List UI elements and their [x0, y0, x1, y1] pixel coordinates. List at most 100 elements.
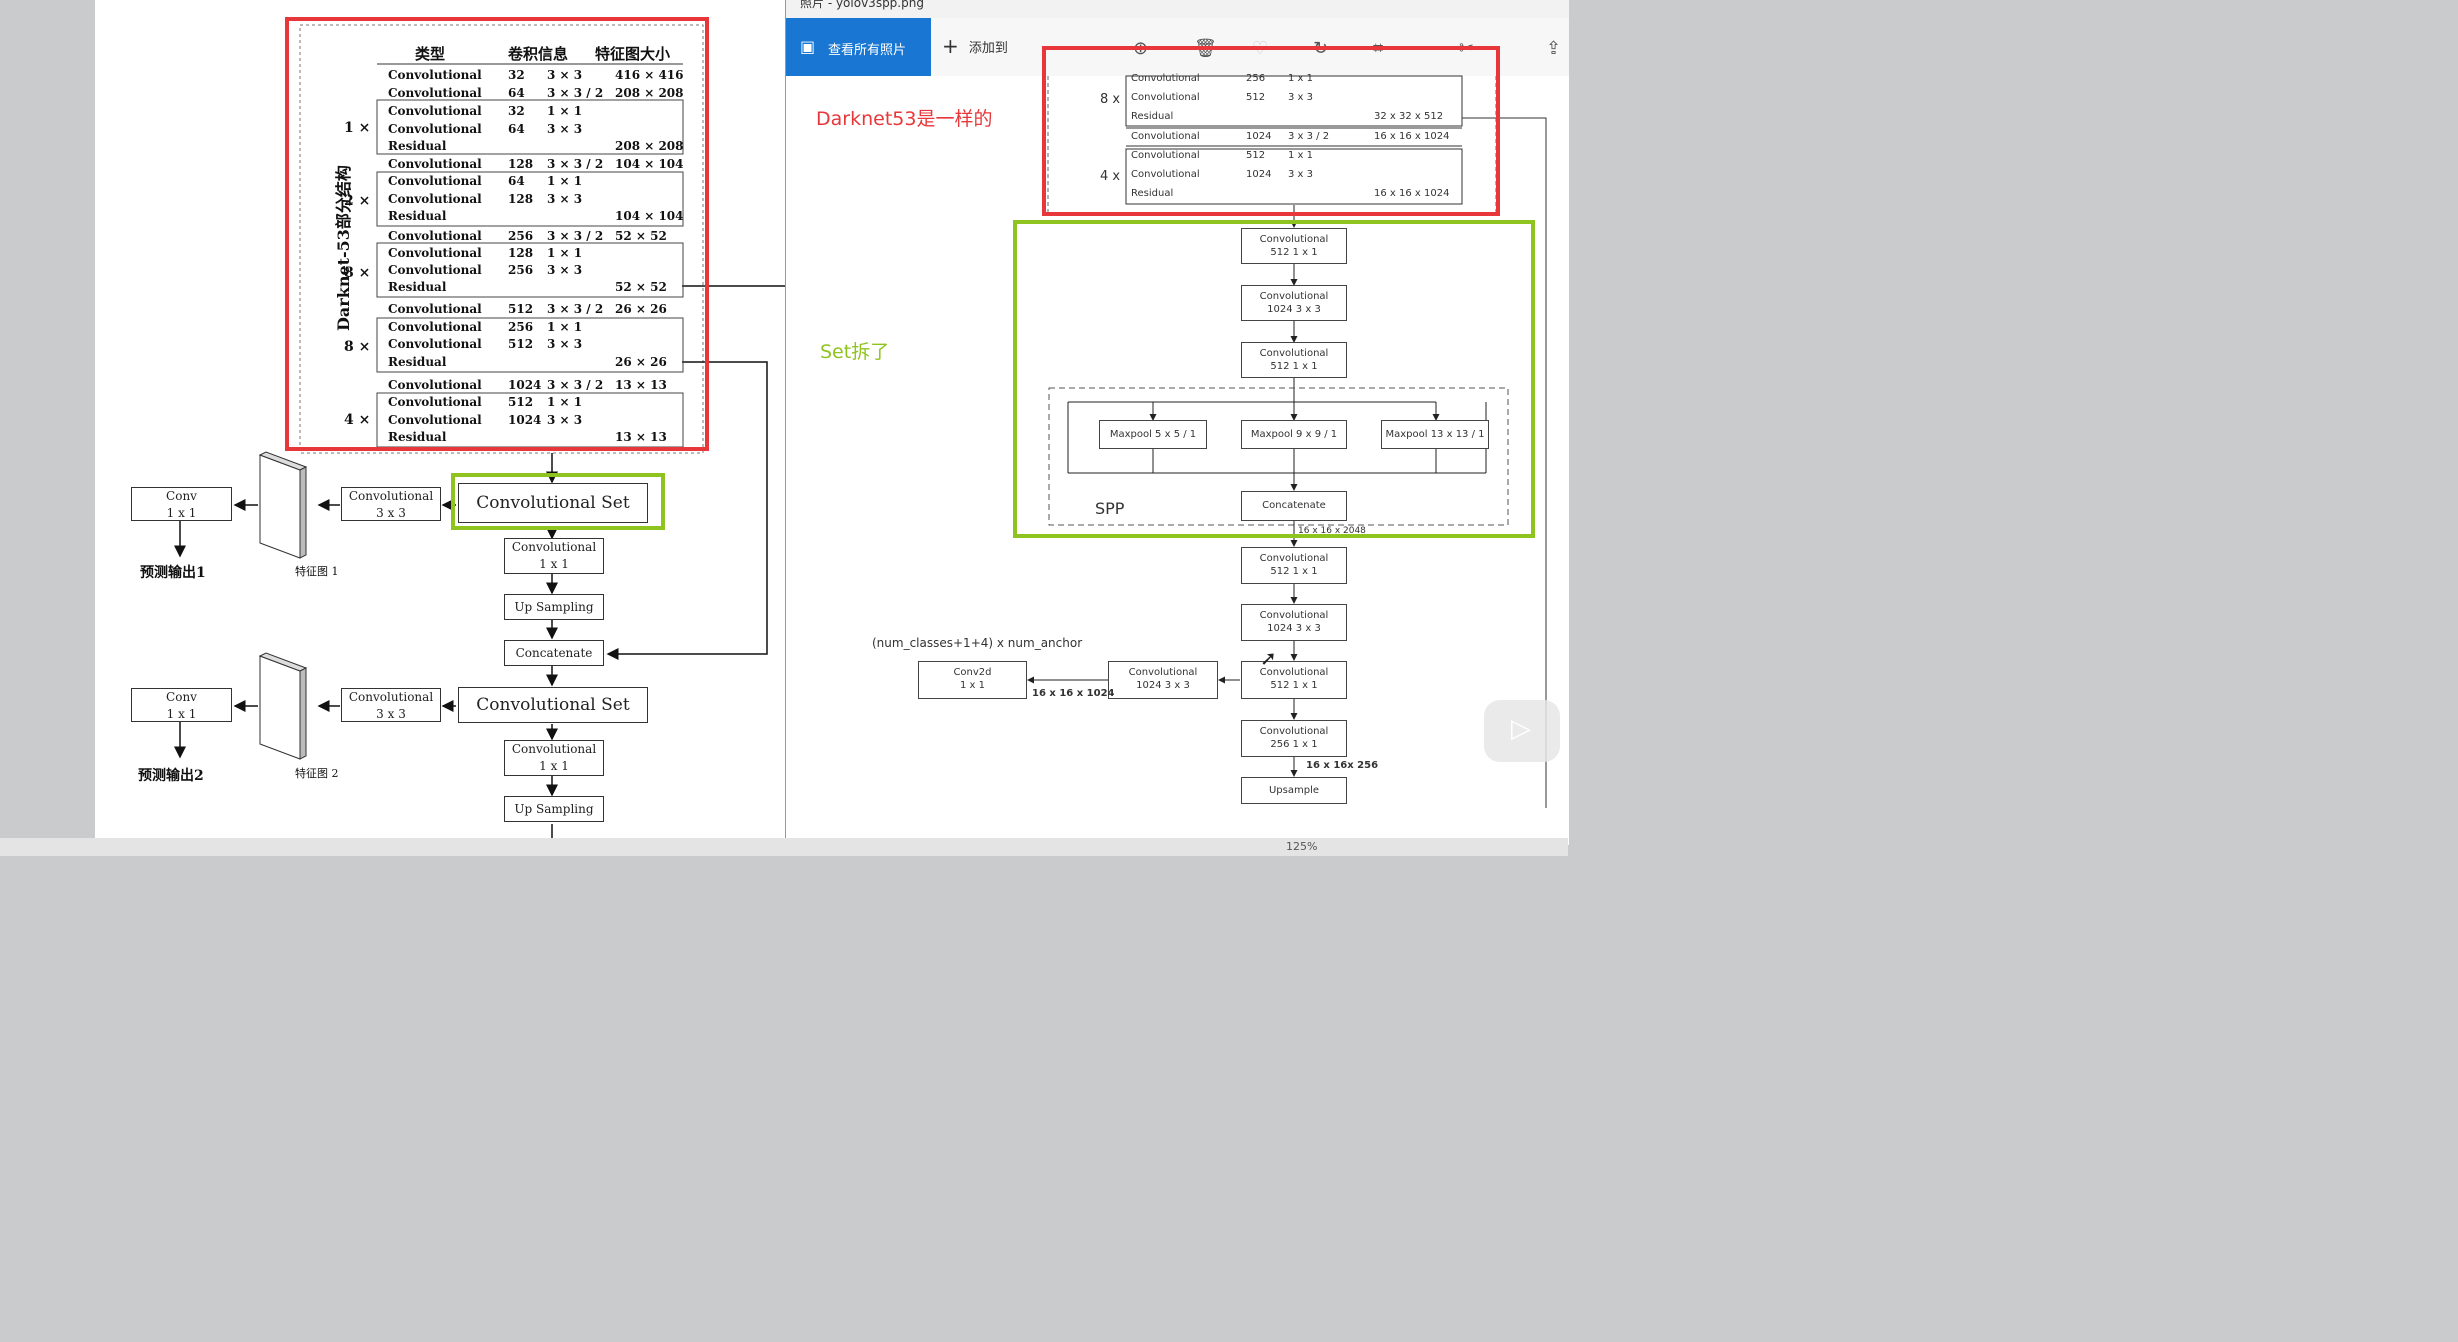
green-annotation: Set拆了	[820, 341, 890, 363]
viewer-cell-name: Convolutional	[1131, 169, 1200, 180]
conv-3x3-1: Convolutional 3 x 3	[341, 487, 441, 521]
viewer-cell-kernel: 1 x 1	[1288, 150, 1313, 161]
photos-icon: ▣	[800, 37, 816, 56]
table-cell-name: Residual	[388, 430, 447, 444]
table-cell-name: Convolutional	[388, 192, 482, 206]
set-conv-block: Convolutional 512 1 x 1	[1241, 342, 1347, 378]
table-cell-name: Residual	[388, 209, 447, 223]
upsample-block: Upsample	[1241, 777, 1347, 804]
green-highlight-conv-set	[451, 473, 665, 530]
viewer-cell-filters: 512	[1246, 92, 1266, 103]
viewer-cell-name: Residual	[1131, 111, 1174, 122]
output-size: 16 x 16 x 1024	[1032, 688, 1115, 699]
table-cell-name: Convolutional	[388, 246, 482, 260]
header-feature-size: 特征图大小	[595, 45, 671, 63]
table-cell-name: Convolutional	[388, 395, 482, 409]
table-cell-name: Convolutional	[388, 320, 482, 334]
view-all-photos-button[interactable]: ▣ 查看所有照片	[786, 18, 931, 76]
table-cell-name: Convolutional	[388, 337, 482, 351]
table-cell-kernel: 3 × 3	[547, 192, 583, 206]
viewer-cell-filters: 256	[1246, 73, 1266, 84]
viewer-connectors	[1027, 75, 1547, 808]
table-cell-size: 13 × 13	[615, 378, 667, 392]
play-overlay-button[interactable]: ▷	[1484, 700, 1560, 762]
post-conv-block: Convolutional 512 1 x 1	[1241, 661, 1347, 699]
table-cell-filters: 128	[508, 192, 534, 206]
share-icon[interactable]: ⇪	[1546, 38, 1562, 59]
red-annotation: Darknet53是一样的	[816, 108, 993, 130]
table-cell-kernel: 3 × 3 / 2	[547, 86, 604, 100]
table-cell-kernel: 3 × 3	[547, 413, 583, 427]
green-highlight-set	[1013, 220, 1535, 538]
viewer-cell-kernel: 1 x 1	[1288, 73, 1313, 84]
viewer-cell-name: Convolutional	[1131, 73, 1200, 84]
view-all-label: 查看所有照片	[828, 43, 907, 58]
table-cell-filters: 128	[508, 157, 534, 171]
table-cell-name: Convolutional	[388, 263, 482, 277]
spp-out-size: 16 x 16 x 2048	[1298, 526, 1366, 536]
table-cell-size: 208 × 208	[615, 139, 684, 153]
upsampling-1: Up Sampling	[504, 594, 604, 620]
table-cell-filters: 256	[508, 320, 534, 334]
table-cell-filters: 256	[508, 263, 534, 277]
table-cell-name: Residual	[388, 280, 447, 294]
pred-output-1: 预测输出1	[140, 565, 206, 581]
conv-1x1-out-2: Conv 1 x 1	[131, 688, 232, 722]
upsampling-2: Up Sampling	[504, 796, 604, 822]
table-cell-filters: 32	[508, 104, 525, 118]
table-cell-size: 104 × 104	[615, 157, 684, 171]
post-conv-block: Convolutional 1024 3 x 3	[1241, 604, 1347, 641]
table-cell-name: Convolutional	[388, 122, 482, 136]
play-icon: ▷	[1511, 714, 1531, 744]
zoom-level: 125%	[1286, 840, 1318, 853]
top-repeat-label: 4 x	[1100, 169, 1121, 184]
table-cell-size: 26 × 26	[615, 355, 667, 369]
table-cell-name: Convolutional	[388, 104, 482, 118]
chevron-down-icon[interactable]: ⌄	[1486, 38, 1497, 52]
table-cell-filters: 64	[508, 174, 525, 188]
repeat-label: 8 ×	[344, 339, 371, 355]
add-to-button[interactable]: + 添加到	[942, 34, 1008, 60]
table-cell-filters: 32	[508, 68, 525, 82]
document-page: 类型 卷积信息 特征图大小 Darknet-53部分结构 Convolution…	[95, 0, 785, 838]
viewer-cell-filters: 512	[1246, 150, 1266, 161]
header-conv-info: 卷积信息	[508, 45, 569, 63]
table-cell-name: Convolutional	[388, 86, 482, 100]
table-cell-name: Convolutional	[388, 378, 482, 392]
maxpool-block: Maxpool 9 x 9 / 1	[1241, 420, 1347, 449]
table-cell-kernel: 3 × 3 / 2	[547, 378, 604, 392]
table-cell-kernel: 3 × 3 / 2	[547, 157, 604, 171]
table-cell-kernel: 1 × 1	[547, 320, 583, 334]
table-cell-filters: 512	[508, 395, 534, 409]
table-cell-name: Residual	[388, 355, 447, 369]
table-cell-kernel: 1 × 1	[547, 104, 583, 118]
viewer-cell-kernel: 3 x 3 / 2	[1288, 131, 1330, 142]
conv-1x1-b: Convolutional 1 x 1	[504, 740, 604, 776]
set-conv-block: Convolutional 1024 3 x 3	[1241, 285, 1347, 321]
maxpool-block: Maxpool 13 x 13 / 1	[1381, 420, 1489, 449]
mouse-cursor: ➚	[1260, 646, 1277, 670]
red-highlight-darknet	[285, 17, 709, 451]
header-type: 类型	[415, 45, 446, 63]
table-cell-size: 13 × 13	[615, 430, 667, 444]
table-cell-name: Convolutional	[388, 157, 482, 171]
viewer-cell-kernel: 3 x 3	[1288, 92, 1313, 103]
conv-set-2: Convolutional Set	[458, 687, 648, 723]
plus-icon: +	[942, 34, 959, 58]
table-cell-kernel: 3 × 3 / 2	[547, 229, 604, 243]
table-cell-name: Convolutional	[388, 68, 482, 82]
conv-1x1-out-1: Conv 1 x 1	[131, 487, 232, 521]
table-cell-size: 416 × 416	[615, 68, 684, 82]
table-cell-kernel: 3 × 3	[547, 263, 583, 277]
maxpool-block: Maxpool 5 x 5 / 1	[1099, 420, 1207, 449]
table-cell-size: 104 × 104	[615, 209, 684, 223]
viewer-cell-size: 32 x 32 x 512	[1374, 111, 1444, 122]
viewer-title: 照片 - yolov3spp.png	[800, 0, 924, 10]
add-to-label: 添加到	[968, 40, 1008, 56]
output-formula: (num_classes+1+4) x num_anchor	[872, 636, 1083, 650]
repeat-label: 8 ×	[344, 265, 371, 281]
set-conv-block: Convolutional 512 1 x 1	[1241, 228, 1347, 264]
viewer-cell-filters: 1024	[1246, 169, 1272, 180]
table-cell-kernel: 1 × 1	[547, 174, 583, 188]
table-cell-kernel: 1 × 1	[547, 246, 583, 260]
